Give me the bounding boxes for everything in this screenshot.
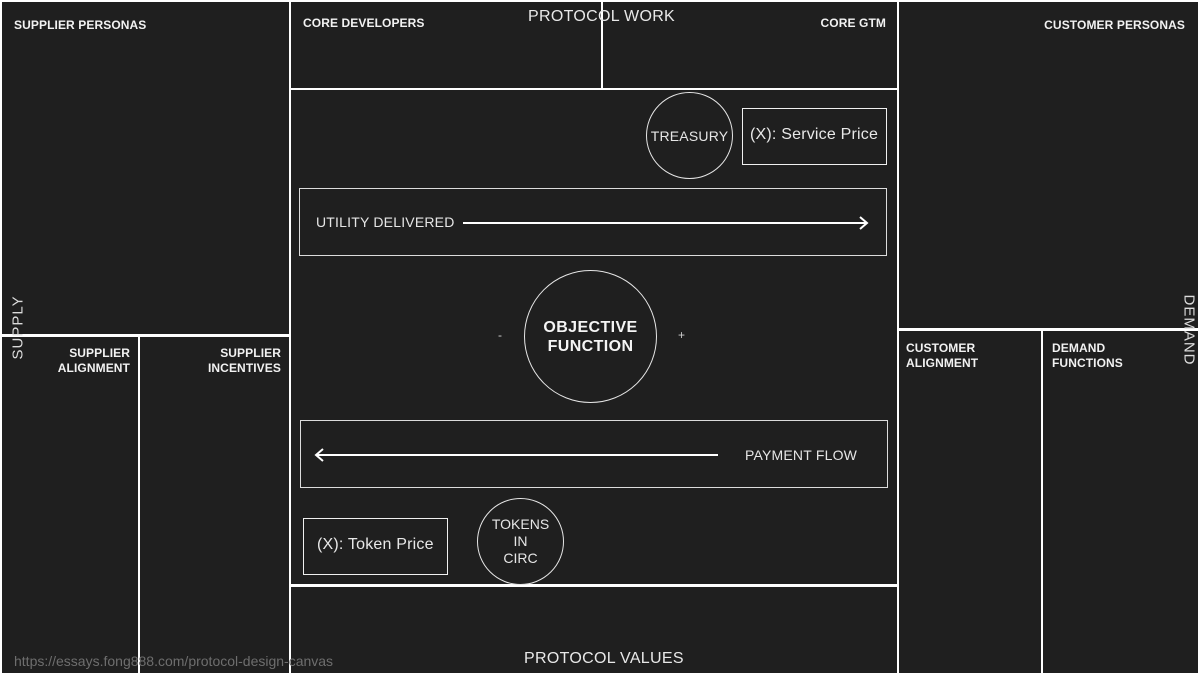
customer-personas-panel: CUSTOMER PERSONAS bbox=[899, 2, 1198, 328]
supplier-alignment-label: SUPPLIER ALIGNMENT bbox=[57, 346, 130, 375]
plus-sign: + bbox=[678, 328, 686, 342]
service-price-box: (X): Service Price bbox=[742, 108, 887, 165]
core-gtm-panel: CORE GTM bbox=[603, 2, 897, 88]
payment-flow-box: PAYMENT FLOW bbox=[300, 420, 888, 488]
tokens-in-circ-node: TOKENS IN CIRC bbox=[477, 498, 564, 585]
treasury-label: TREASURY bbox=[650, 127, 729, 144]
arrow-left-icon bbox=[314, 448, 718, 462]
supply-axis-label: SUPPLY bbox=[9, 295, 27, 360]
supplier-personas-panel: SUPPLIER PERSONAS bbox=[2, 2, 289, 334]
supplier-personas-label: SUPPLIER PERSONAS bbox=[14, 18, 147, 32]
tokens-in-circ-label: TOKENS IN CIRC bbox=[491, 516, 550, 566]
minus-sign: - bbox=[498, 328, 502, 342]
protocol-values-title: PROTOCOL VALUES bbox=[524, 650, 684, 667]
supplier-incentives-label: SUPPLIER INCENTIVES bbox=[207, 346, 281, 375]
customer-personas-label: CUSTOMER PERSONAS bbox=[1044, 18, 1185, 32]
service-price-label: (X): Service Price bbox=[750, 126, 879, 143]
supplier-incentives-panel: SUPPLIER INCENTIVES bbox=[140, 337, 289, 673]
treasury-node: TREASURY bbox=[646, 92, 733, 179]
center-panel: TREASURY (X): Service Price UTILITY DELI… bbox=[291, 90, 897, 585]
objective-function-label: OBJECTIVE FUNCTION bbox=[543, 318, 638, 355]
token-price-box: (X): Token Price bbox=[303, 518, 448, 575]
utility-delivered-box: UTILITY DELIVERED bbox=[299, 188, 887, 256]
customer-alignment-panel: CUSTOMER ALIGNMENT bbox=[899, 331, 1041, 673]
supplier-alignment-panel: SUPPLIER ALIGNMENT bbox=[2, 337, 138, 673]
protocol-work-title: PROTOCOL WORK bbox=[528, 8, 676, 25]
token-price-label: (X): Token Price bbox=[317, 536, 434, 553]
utility-delivered-label: UTILITY DELIVERED bbox=[316, 214, 455, 230]
core-developers-label: CORE DEVELOPERS bbox=[303, 16, 425, 30]
payment-flow-label: PAYMENT FLOW bbox=[745, 447, 858, 463]
demand-functions-label: DEMAND FUNCTIONS bbox=[1052, 341, 1123, 370]
demand-axis-label: DEMAND bbox=[1180, 294, 1198, 366]
arrow-right-icon bbox=[463, 216, 869, 230]
objective-function-node: OBJECTIVE FUNCTION bbox=[524, 270, 657, 403]
customer-alignment-label: CUSTOMER ALIGNMENT bbox=[906, 341, 979, 370]
demand-functions-panel: DEMAND FUNCTIONS bbox=[1043, 331, 1198, 673]
core-developers-panel: CORE DEVELOPERS bbox=[291, 2, 601, 88]
source-url[interactable]: https://essays.fong888.com/protocol-desi… bbox=[14, 653, 334, 669]
protocol-values-panel: PROTOCOL VALUES bbox=[291, 587, 897, 673]
core-gtm-label: CORE GTM bbox=[820, 16, 886, 30]
